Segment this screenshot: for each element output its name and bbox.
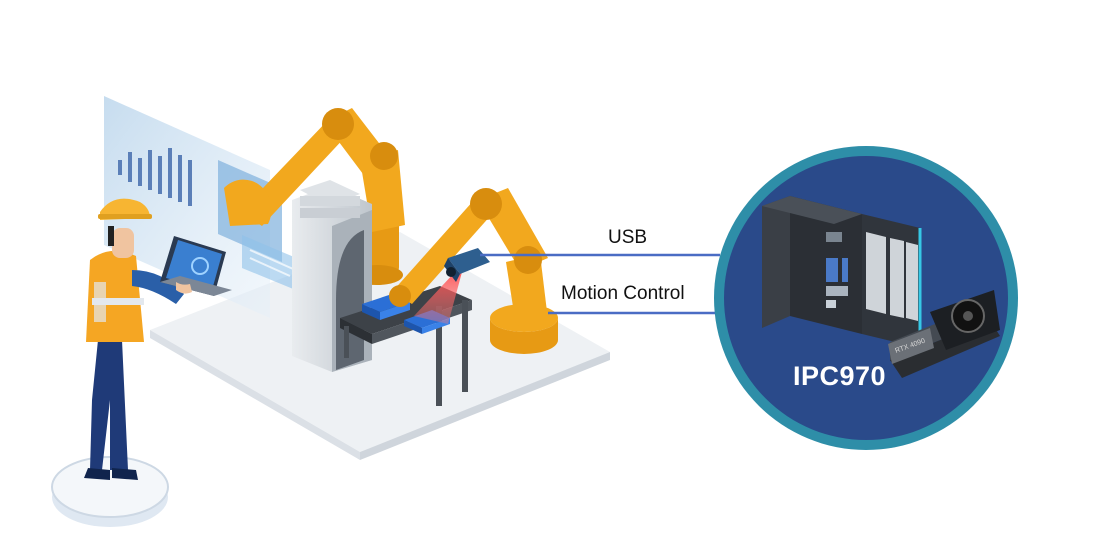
industrial-camera-icon bbox=[444, 248, 490, 282]
inspection-machine bbox=[292, 180, 372, 372]
connection-lines bbox=[480, 253, 720, 315]
worker-icon bbox=[51, 198, 232, 527]
motion-control-label: Motion Control bbox=[561, 283, 685, 304]
bar-chart-icon bbox=[118, 148, 192, 206]
laptop-icon bbox=[160, 236, 232, 296]
device-name-label: IPC970 bbox=[793, 361, 887, 391]
usb-label: USB bbox=[608, 227, 648, 248]
laser-beam bbox=[414, 272, 462, 324]
gpu-card-icon: RTX 4090 bbox=[888, 290, 1000, 378]
industrial-pc-icon bbox=[762, 196, 922, 348]
robot-arm-camera bbox=[389, 188, 558, 354]
